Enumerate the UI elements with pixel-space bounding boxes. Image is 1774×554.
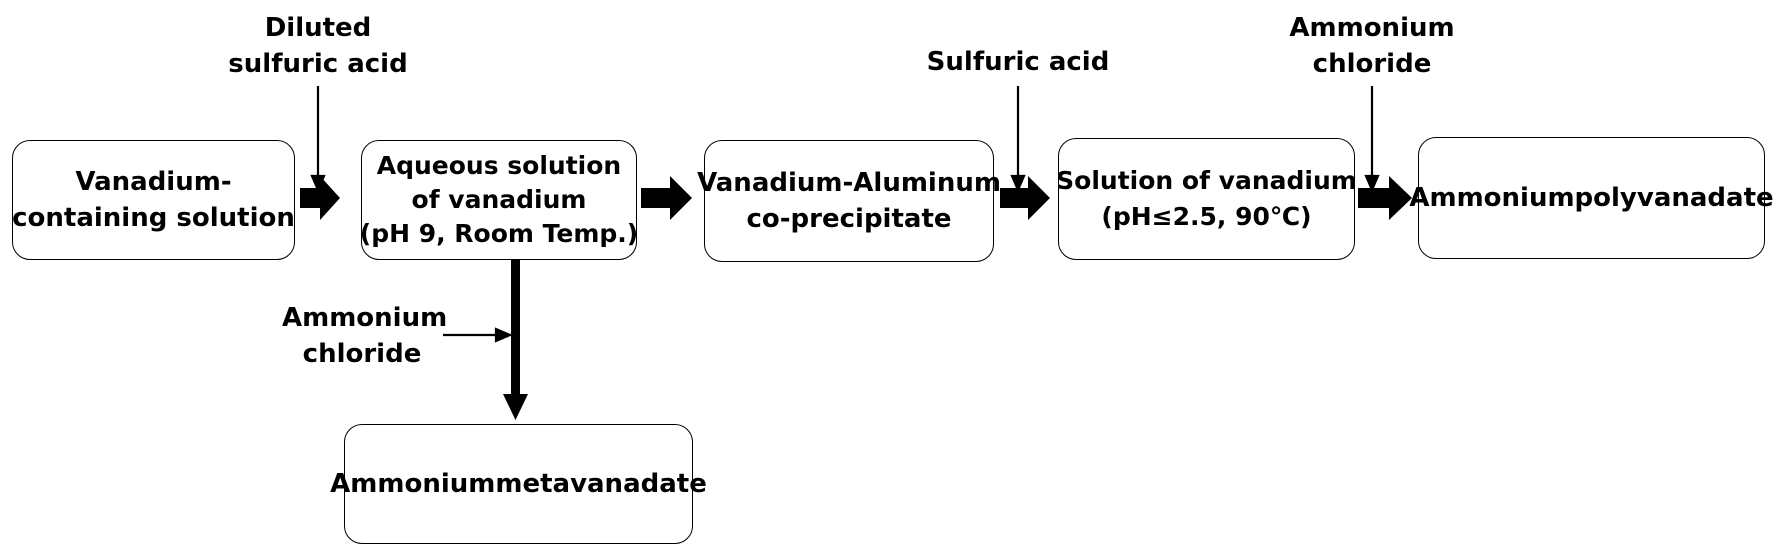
process-arrow-1 xyxy=(300,176,340,220)
diluted-sulfuric-acid-label: Diluted sulfuric acid xyxy=(218,10,418,82)
down-arrow-head xyxy=(503,394,528,420)
process-arrow-3 xyxy=(1000,176,1050,220)
box-line: (pH≤2.5, 90℃) xyxy=(1101,202,1312,231)
vanadium-aluminum-box: Vanadium-Aluminum co-precipitate xyxy=(697,140,1001,262)
label-line: sulfuric acid xyxy=(228,49,408,79)
box-line: Vanadium- xyxy=(75,167,232,197)
box-line: Ammoniummetavanadate xyxy=(330,469,707,499)
solution-of-vanadium-box: Solution of vanadium (pH≤2.5, 90℃) xyxy=(1056,138,1357,260)
box-line: Ammoniumpolyvanadate xyxy=(1409,183,1774,213)
input-arrows xyxy=(310,86,1380,343)
label-line: Ammonium xyxy=(282,303,448,333)
aqueous-solution-box: Aqueous solution of vanadium (pH 9, Room… xyxy=(359,140,639,260)
ammonium-chloride-side-label: Ammonium chloride xyxy=(282,300,448,372)
down-arrow-shaft xyxy=(511,260,520,398)
box-line: containing solution xyxy=(12,203,295,233)
ammoniumpolyvanadate-box: Ammoniumpolyvanadate xyxy=(1409,137,1774,259)
label-line: Sulfuric acid xyxy=(926,47,1110,77)
box-line: Solution of vanadium xyxy=(1056,166,1357,195)
vanadium-containing-solution-box: Vanadium- containing solution xyxy=(12,140,295,260)
box-line: (pH 9, Room Temp.) xyxy=(359,219,639,248)
ammonium-chloride-side-arrowhead xyxy=(494,327,513,343)
label-line: Ammonium xyxy=(1289,13,1455,43)
label-line: chloride xyxy=(1312,49,1432,79)
label-line: chloride xyxy=(302,339,422,369)
box-line: of vanadium xyxy=(411,185,587,214)
ammonium-chloride-top-label: Ammonium chloride xyxy=(1282,10,1462,82)
ammonium-chloride-top-arrowhead xyxy=(1364,174,1380,193)
box-line: Aqueous solution xyxy=(376,151,622,180)
process-arrows xyxy=(300,176,1412,420)
process-arrow-4 xyxy=(1358,176,1412,220)
box-line: Vanadium-Aluminum xyxy=(697,168,1001,198)
ammoniummetavanadate-box: Ammoniummetavanadate xyxy=(330,424,707,544)
label-line: Diluted xyxy=(264,13,372,43)
sulfuric-acid-arrowhead xyxy=(1010,174,1026,193)
process-arrow-2 xyxy=(641,176,692,220)
sulfuric-acid-label: Sulfuric acid xyxy=(918,44,1118,80)
box-line: co-precipitate xyxy=(746,204,952,234)
